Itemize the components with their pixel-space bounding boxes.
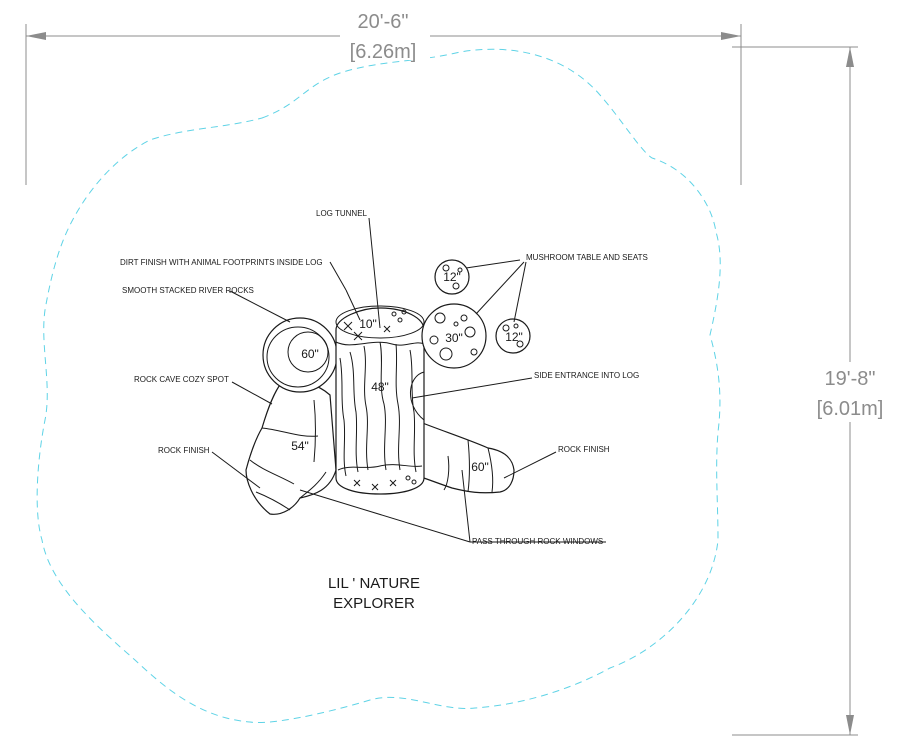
mushroom-table-element (421, 259, 531, 369)
measure-log-height: 48" (371, 380, 389, 394)
callout-side-entrance: SIDE ENTRANCE INTO LOG (534, 371, 639, 380)
log-tunnel-element (335, 305, 425, 495)
width-imperial-label: 20'-6" (358, 11, 409, 33)
measure-mushroom-seat-right: 12" (505, 330, 523, 344)
callout-rock-finish-right: ROCK FINISH (558, 445, 610, 454)
width-metric-label: [6.26m] (350, 41, 417, 63)
callout-mushroom-table: MUSHROOM TABLE AND SEATS (526, 253, 648, 262)
measure-rock-left: 54" (291, 439, 309, 453)
right-rock-element (417, 421, 515, 494)
callout-log-tunnel: LOG TUNNEL (316, 209, 368, 218)
measure-mushroom-seat-left: 12" (443, 270, 461, 284)
rock-cave-element (245, 380, 337, 515)
callout-rock-finish-left: ROCK FINISH (158, 446, 210, 455)
leader-lines (211, 217, 606, 543)
callout-rock-windows: PASS THROUGH ROCK WINDOWS (472, 537, 603, 546)
callout-river-rocks: SMOOTH STACKED RIVER ROCKS (122, 286, 254, 295)
measure-rock-right: 60" (471, 460, 489, 474)
river-rocks-element (262, 317, 338, 393)
width-dimension: 20'-6" [6.26m] (25, 8, 742, 185)
measure-river-rocks: 60" (301, 347, 319, 361)
measure-mushroom-table: 30" (445, 331, 463, 345)
depth-metric-label: [6.01m] (817, 398, 884, 420)
callout-rock-cave: ROCK CAVE COZY SPOT (134, 375, 229, 384)
depth-imperial-label: 19'-8" (825, 368, 876, 390)
plan-title-line-1: LIL ' NATURE (328, 575, 420, 592)
measure-log-top: 10" (359, 317, 377, 331)
plan-title-line-2: EXPLORER (333, 595, 415, 612)
callout-dirt-finish: DIRT FINISH WITH ANIMAL FOOTPRINTS INSID… (120, 258, 323, 267)
depth-dimension: 19'-8" [6.01m] (732, 46, 892, 736)
